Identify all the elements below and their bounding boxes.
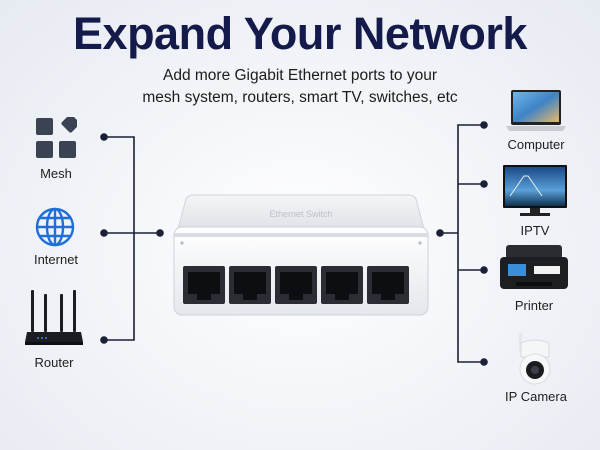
laptop-icon xyxy=(506,90,566,131)
subtitle-line-2: mesh system, routers, smart TV, switches… xyxy=(142,89,458,106)
subtitle-line-1: Add more Gigabit Ethernet ports to your xyxy=(163,67,437,84)
device-label-mesh: Mesh xyxy=(40,166,72,181)
router-icon xyxy=(25,290,83,345)
device-label-computer: Computer xyxy=(507,137,565,152)
device-label-router: Router xyxy=(34,355,74,370)
device-label-iptv: IPTV xyxy=(520,223,550,238)
ethernet-ports xyxy=(183,266,409,304)
device-label-ip-camera: IP Camera xyxy=(505,389,567,404)
globe-icon xyxy=(35,207,75,247)
switch-brand-text: Ethernet Switch xyxy=(269,209,332,219)
mesh-tiles-icon xyxy=(36,117,77,158)
printer-icon xyxy=(500,245,568,289)
device-label-internet: Internet xyxy=(33,252,79,267)
ip-camera-icon xyxy=(519,333,551,385)
device-label-printer: Printer xyxy=(514,298,554,313)
tv-icon xyxy=(503,165,567,216)
ethernet-switch-image: Ethernet Switch xyxy=(173,194,429,316)
page-title: Expand Your Network xyxy=(73,8,527,59)
